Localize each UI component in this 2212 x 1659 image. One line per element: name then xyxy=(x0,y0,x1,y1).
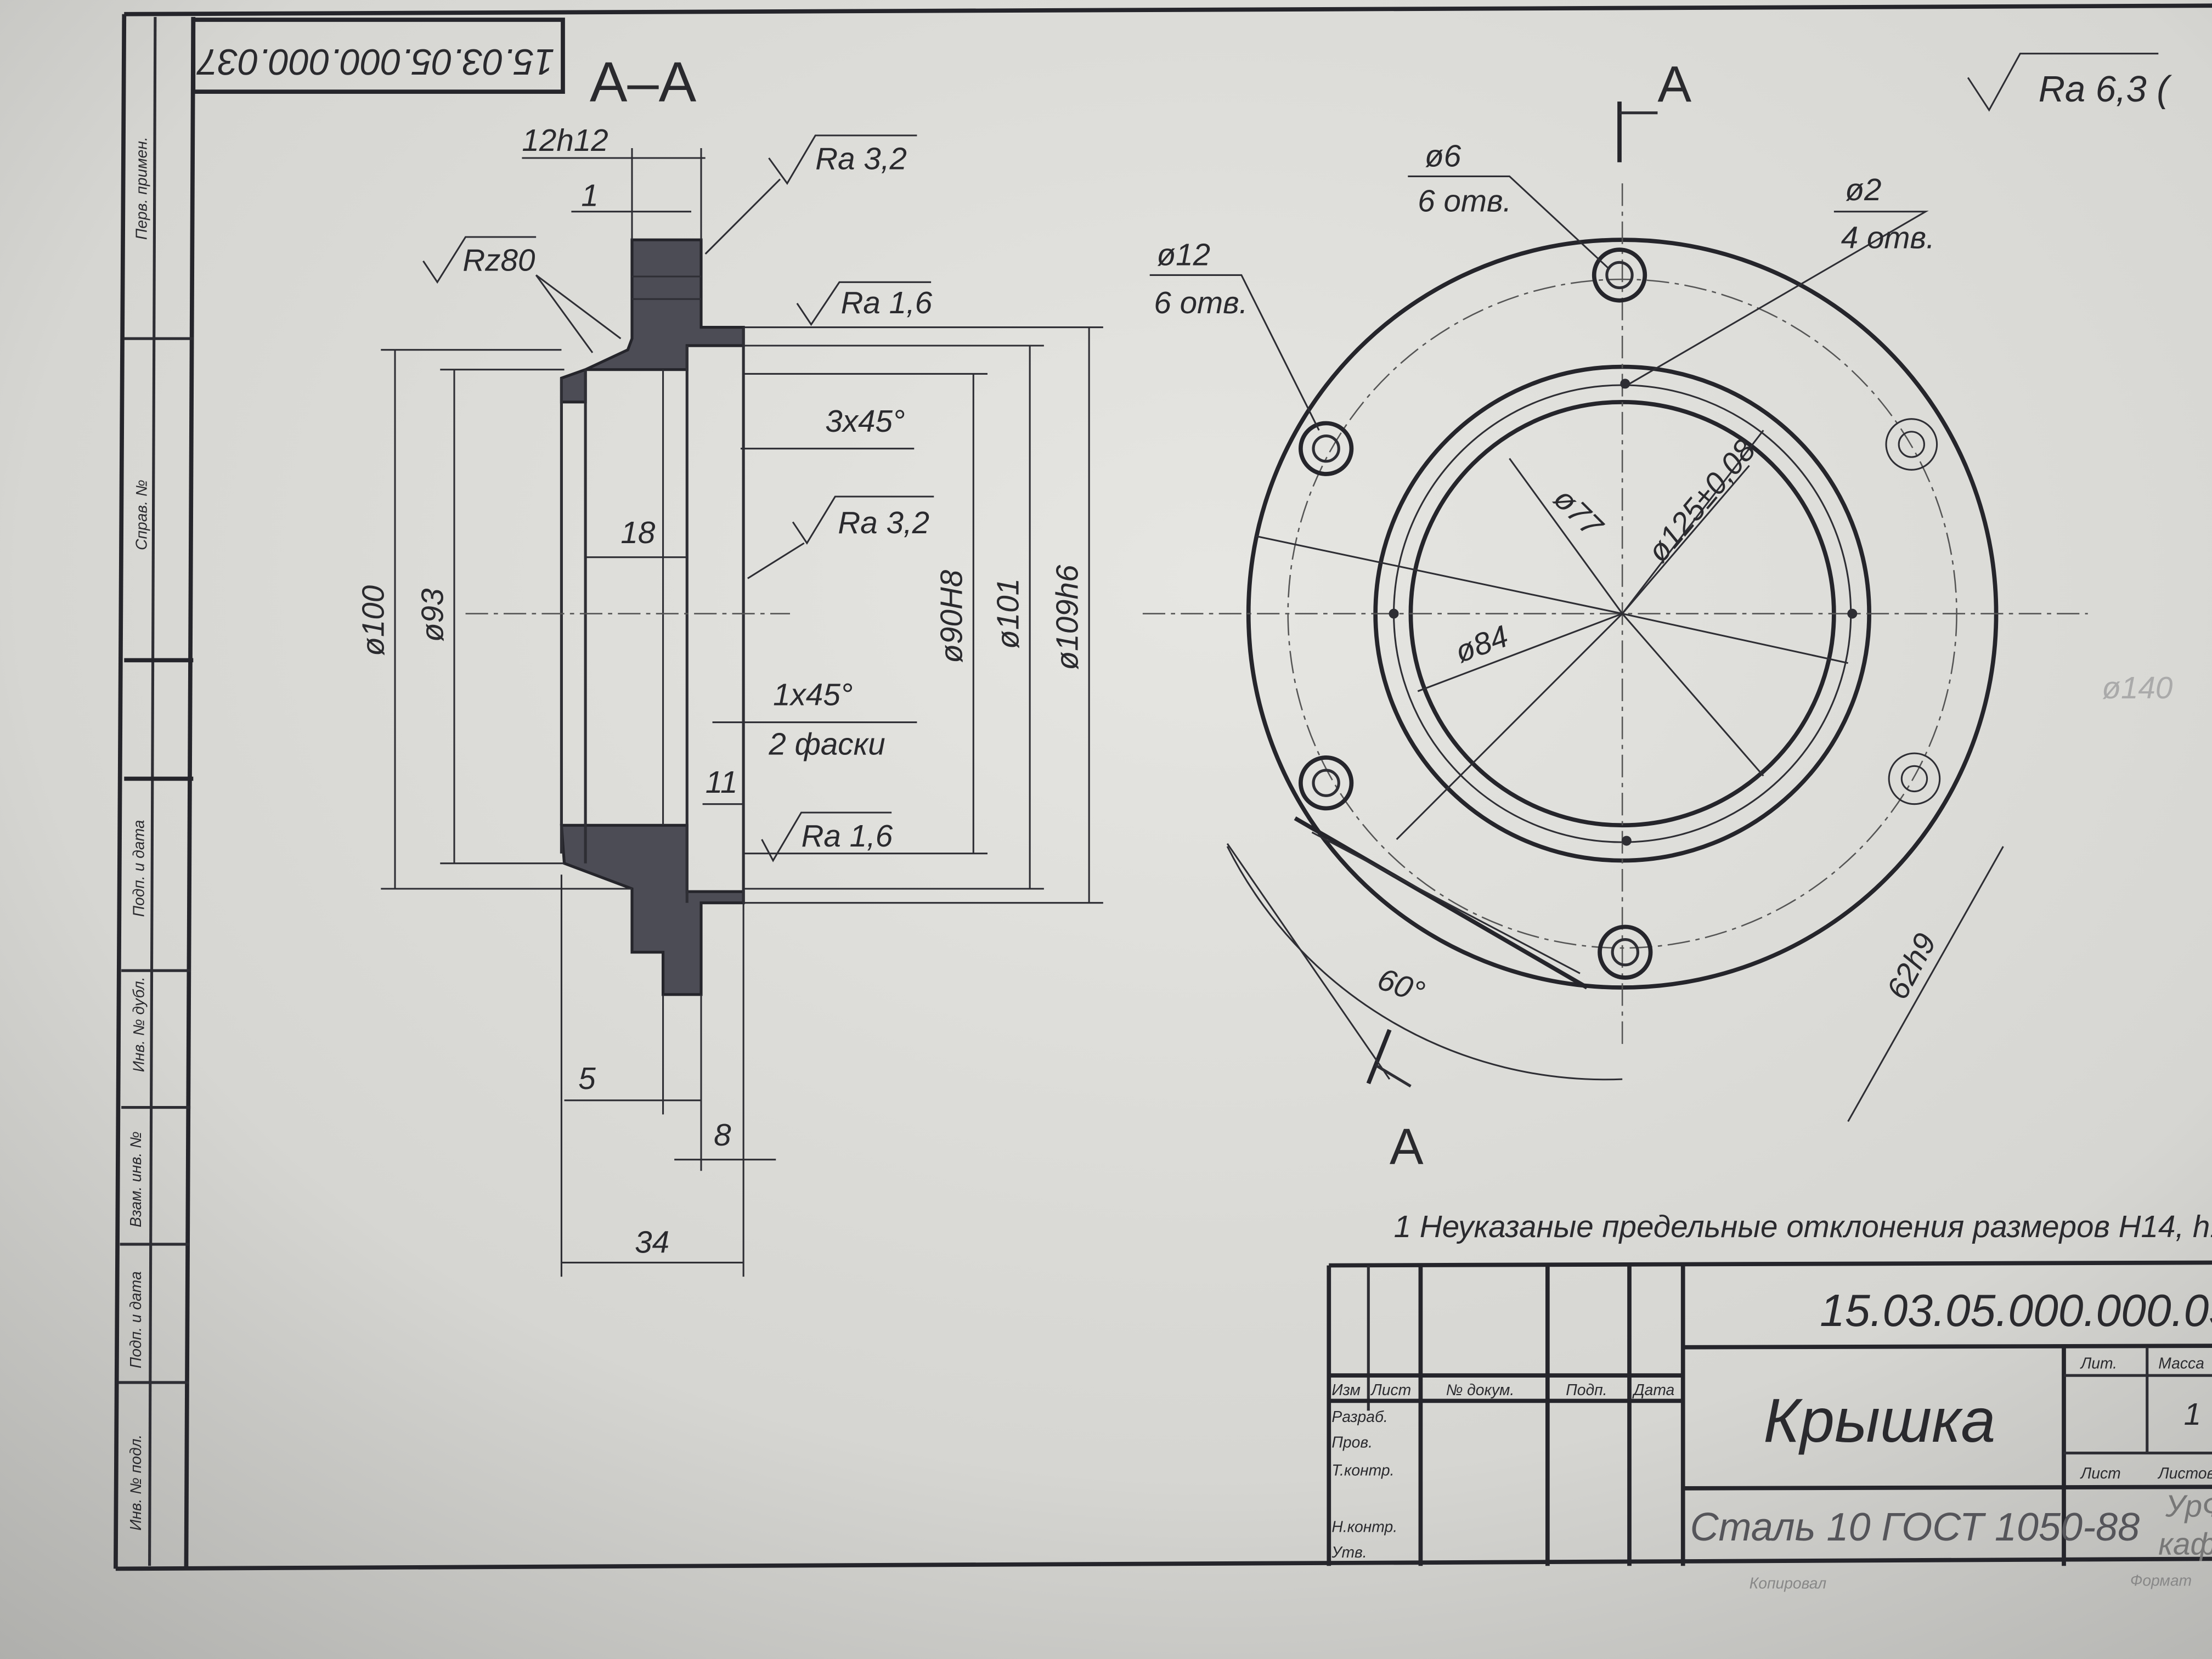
mounting-holes xyxy=(1299,247,1941,980)
dim-18: 18 xyxy=(620,515,655,550)
header-list: Лист xyxy=(1370,1381,1411,1398)
material: Сталь 10 ГОСТ 1050-88 xyxy=(1690,1505,2140,1549)
section-view: A–A xyxy=(356,50,1103,1277)
header-sign: Подп. xyxy=(1566,1381,1607,1398)
hole-d2: ø2 xyxy=(1845,172,1881,207)
side-label: Инв. № подл. xyxy=(127,1435,144,1531)
cut-label-top: A xyxy=(1657,55,1691,112)
org-line1: УрФ xyxy=(2165,1488,2212,1523)
role-norm-control: Н.контр. xyxy=(1331,1518,1397,1536)
dim-d140: ø140 xyxy=(2102,670,2172,705)
dim-34: 34 xyxy=(635,1224,669,1259)
side-label: Подп. и дата xyxy=(127,1271,144,1368)
dim-1: 1 xyxy=(581,178,598,212)
hole xyxy=(1598,924,1653,980)
org-line2: каф. xyxy=(2158,1527,2212,1561)
dim-d101: ø101 xyxy=(991,578,1025,649)
role-developer: Разраб. xyxy=(1331,1408,1387,1425)
part-name: Крышка xyxy=(1763,1386,1995,1455)
designation: 15.03.05.000.000.037 xyxy=(1820,1286,2212,1336)
pin-holes xyxy=(1389,379,1858,846)
frame xyxy=(114,3,2212,1571)
copied-label: Копировал xyxy=(1750,1574,1827,1592)
header-doc: № докум. xyxy=(1446,1381,1515,1398)
dim-12h12: 12h12 xyxy=(522,123,608,157)
roughness-rz80: Rz80 xyxy=(462,243,535,278)
header-date: Дата xyxy=(1632,1381,1675,1398)
dim-11: 11 xyxy=(706,765,738,799)
technical-note: 1 Неуказаные предельные отклонения разме… xyxy=(1394,1209,2212,1244)
hole xyxy=(1299,755,1354,811)
side-label: Взам. инв. № xyxy=(127,1131,144,1227)
dim-8: 8 xyxy=(714,1118,731,1152)
side-label: Подп. и дата xyxy=(129,820,147,917)
roughness-ra16-top: Ra 1,6 xyxy=(841,285,933,320)
hole-d12: ø12 xyxy=(1157,237,1210,272)
section-label: A–A xyxy=(590,50,697,114)
cut-label-bottom: A xyxy=(1390,1118,1424,1175)
dim-d90h8: ø90H8 xyxy=(934,569,969,663)
side-label: Инв. № дубл. xyxy=(129,977,147,1072)
roughness-ra32-mid: Ra 3,2 xyxy=(838,505,929,540)
sheet-label: Лист xyxy=(2080,1464,2121,1482)
side-label: Справ. № xyxy=(132,479,150,550)
dim-d109h6: ø109h6 xyxy=(1050,565,1085,670)
hole xyxy=(1592,247,1647,303)
lit-label: Лит. xyxy=(2080,1354,2117,1372)
general-roughness: Ra 6,3 ( xyxy=(2039,69,2172,110)
roughness-ra32-top: Ra 3,2 xyxy=(815,142,907,176)
dim-chamfer-3x45: 3x45° xyxy=(825,404,905,438)
dim-5: 5 xyxy=(578,1061,596,1096)
hole xyxy=(1299,421,1354,476)
mass-label: Масса xyxy=(2158,1354,2204,1372)
dim-chamfer-note: 2 фаски xyxy=(768,727,885,761)
role-approved: Утв. xyxy=(1331,1543,1367,1561)
hole-d2-count: 4 отв. xyxy=(1841,221,1935,255)
dim-d93: ø93 xyxy=(415,589,449,642)
format-label: Формат xyxy=(2130,1571,2192,1589)
sheets-label: Листов xyxy=(2157,1464,2212,1482)
side-strip: Перв. примен. Справ. № Подп. и дата Инв.… xyxy=(127,137,150,1531)
rotated-designation-stamp: 15.03.05.000.000.037 xyxy=(191,18,565,94)
role-checked: Пров. xyxy=(1331,1433,1373,1451)
hole-d12-count: 6 отв. xyxy=(1154,285,1248,320)
hole-d6: ø6 xyxy=(1425,138,1462,173)
side-label: Перв. примен. xyxy=(132,137,150,240)
roughness-ra16-bottom: Ra 1,6 xyxy=(802,819,893,853)
role-tech-control: Т.контр. xyxy=(1331,1462,1394,1479)
header-izm: Изм xyxy=(1331,1381,1360,1398)
hole xyxy=(1888,752,1941,805)
hole-d6-count: 6 отв. xyxy=(1418,184,1511,218)
scale-value: 1 xyxy=(2184,1397,2201,1431)
dim-chamfer-1x45: 1x45° xyxy=(773,678,853,712)
title-block: Изм Лист № докум. Подп. Дата Разраб. Про… xyxy=(1327,1260,2212,1592)
svg-text:15.03.05.000.000.037: 15.03.05.000.000.037 xyxy=(196,41,554,82)
dim-d100: ø100 xyxy=(356,585,390,656)
hole xyxy=(1885,418,1938,471)
